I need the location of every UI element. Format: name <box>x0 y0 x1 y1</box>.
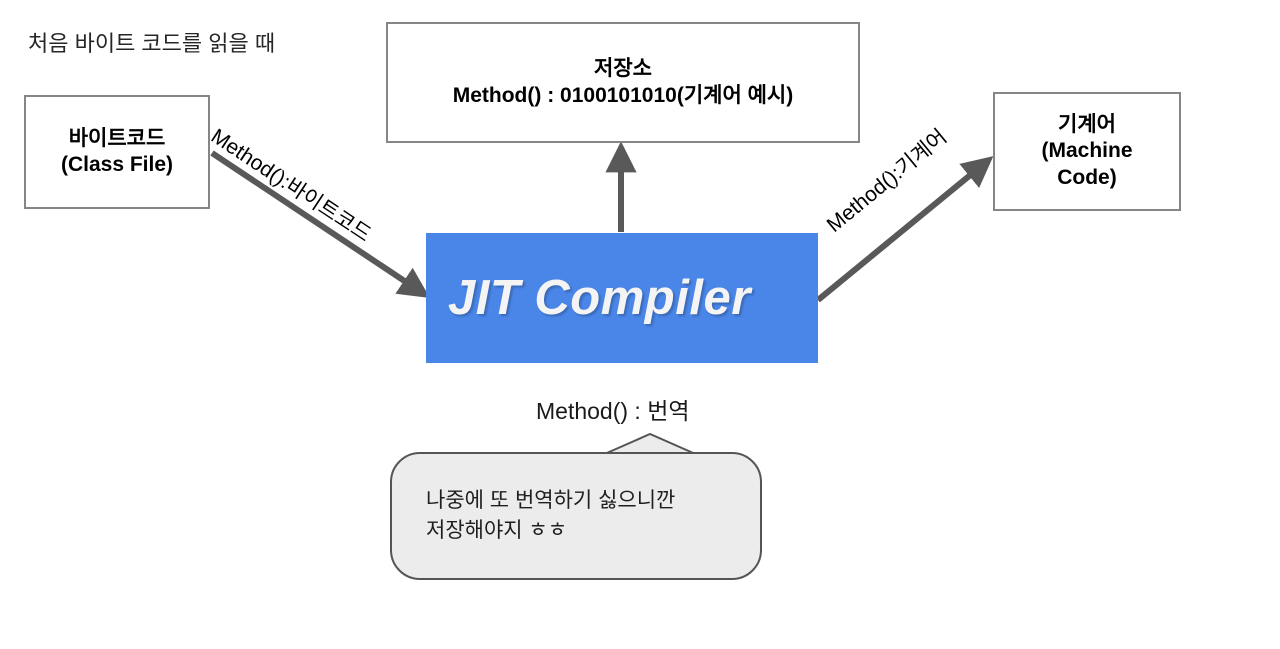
node-machine-code-line3: Code) <box>1057 165 1117 189</box>
arrow-bytecode-to-jit <box>210 150 430 298</box>
speech-bubble-text: 나중에 또 번역하기 싫으니깐 저장해야지 ㅎㅎ <box>426 488 676 542</box>
node-storage[interactable]: 저장소 Method() : 0100101010(기계어 예시) <box>386 22 860 143</box>
label-translate: Method() : 번역 <box>536 398 690 424</box>
node-storage-line1: 저장소 <box>594 57 652 81</box>
node-machine-code-line2: (Machine <box>1041 139 1133 163</box>
node-machine-code[interactable]: 기계어 (Machine Code) <box>993 92 1181 211</box>
speech-bubble: 나중에 또 번역하기 싫으니깐 저장해야지 ㅎㅎ <box>390 452 762 580</box>
node-bytecode[interactable]: 바이트코드 (Class File) <box>24 95 210 209</box>
node-jit-compiler-label: JIT Compiler <box>448 271 751 325</box>
node-jit-compiler[interactable]: JIT Compiler <box>426 233 818 363</box>
node-bytecode-line2: (Class File) <box>60 153 174 176</box>
edge-label-bytecode-to-jit: Method():바이트코드 <box>206 124 376 247</box>
node-bytecode-text: 바이트코드 (Class File) <box>61 126 173 179</box>
node-storage-line2: Method() : 0100101010(기계어 예시) <box>452 83 794 107</box>
node-bytecode-line1: 바이트코드 <box>68 126 166 150</box>
node-machine-code-line1: 기계어 <box>1058 113 1116 137</box>
page-title: 처음 바이트 코드를 읽을 때 <box>28 31 276 56</box>
node-machine-code-text: 기계어 (Machine Code) <box>1041 112 1132 191</box>
node-storage-text: 저장소 Method() : 0100101010(기계어 예시) <box>453 56 794 109</box>
